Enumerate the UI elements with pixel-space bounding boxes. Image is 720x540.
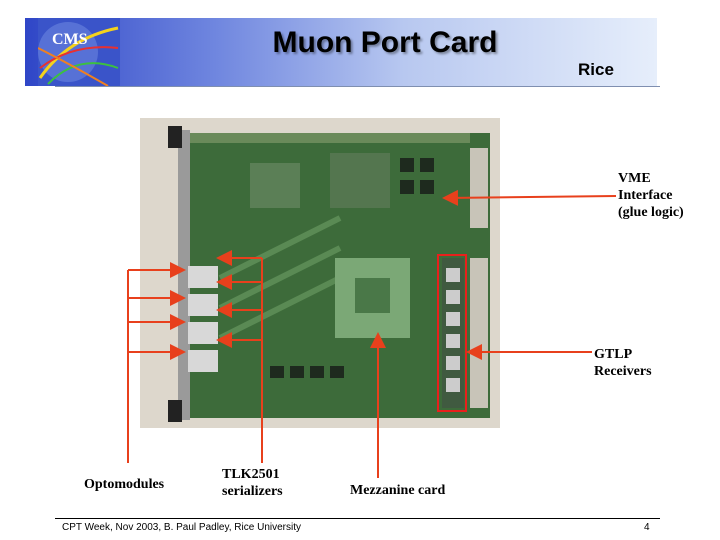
circuit-board-photo: [140, 118, 500, 428]
optomodule-3: [188, 322, 218, 344]
vme-label-line1: VME: [618, 171, 651, 186]
page-number: 4: [644, 522, 650, 533]
tlk-serializers-label: TLK2501 serializers: [222, 466, 283, 500]
optomodule-2: [188, 294, 218, 316]
cms-logo: CMS: [38, 18, 120, 86]
vme-label-line3: (glue logic): [618, 205, 684, 220]
logo-text: CMS: [52, 31, 88, 48]
organization-label: Rice: [578, 60, 614, 79]
optomodule-4: [188, 350, 218, 372]
gtlp-label-line2: Receivers: [594, 364, 652, 379]
backplane-connector-top: [470, 148, 488, 228]
tlk-label-line2: serializers: [222, 484, 283, 499]
header-band: [25, 18, 657, 86]
header-divider: [55, 86, 660, 87]
optomodule-1: [188, 266, 218, 288]
mezzanine-card-label: Mezzanine card: [350, 483, 446, 498]
gtlp-receivers-label: GTLP Receivers: [594, 346, 704, 380]
vme-label-line2: Interface: [618, 188, 673, 203]
vme-interface-label: VME Interface (glue logic): [618, 170, 718, 221]
gtlp-label-line1: GTLP: [594, 347, 633, 362]
backplane-connector-bottom: [470, 258, 488, 408]
footer-divider: [55, 518, 660, 519]
tlk-label-line1: TLK2501: [222, 467, 280, 482]
page-title: Muon Port Card: [272, 26, 498, 59]
footer-text: CPT Week, Nov 2003, B. Paul Padley, Rice…: [62, 522, 301, 533]
optomodules-label: Optomodules: [84, 477, 165, 492]
